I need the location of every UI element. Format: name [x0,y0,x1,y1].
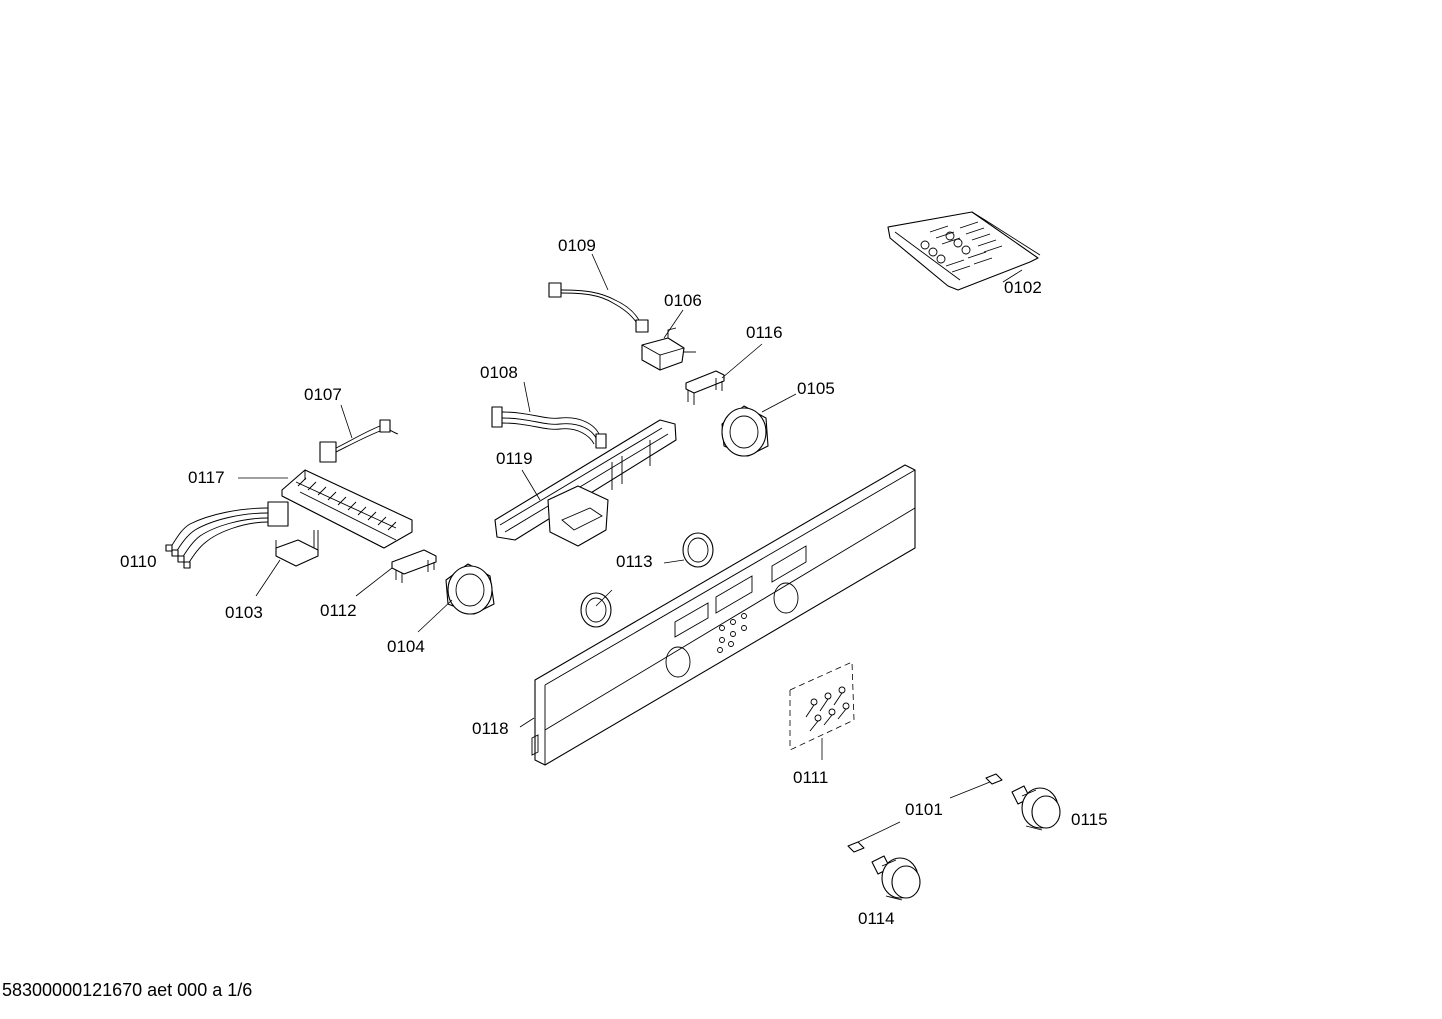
part-0109-wiring [548,282,649,333]
part-0108-wiring [491,406,607,449]
part-0104-knob-housing [445,563,495,615]
label-0108: 0108 [480,363,518,382]
part-0114-knob [871,855,921,901]
part-0107-wiring [319,419,399,463]
label-0116: 0116 [746,323,783,342]
part-0115-knob [1011,785,1061,831]
part-0106-switch [641,327,696,371]
label-0114: 0114 [858,909,895,928]
part-0102-screw-bag [887,211,1041,291]
label-0118: 0118 [472,719,509,738]
label-0113: 0113 [616,552,653,571]
part-0119-frame [494,419,677,547]
label-0119: 0119 [496,449,533,468]
leader-lines [238,253,1023,843]
label-0105: 0105 [797,379,835,398]
label-0109: 0109 [558,236,596,255]
part-0103-bracket [275,530,319,567]
document-id-footer: 58300000121670 aet 000 a 1/6 [2,980,253,1000]
part-labels: 0109 0102 0106 0116 0108 0105 0107 0119 … [120,236,1108,928]
part-0116-bracket [685,370,725,405]
label-0101: 0101 [905,800,943,819]
part-0111-screws [789,661,855,751]
label-0112: 0112 [320,601,357,620]
part-0110-wires [165,501,289,569]
label-0111: 0111 [793,768,828,787]
label-0107: 0107 [304,385,342,404]
label-0117: 0117 [188,468,225,487]
label-0102: 0102 [1004,278,1042,297]
part-0118-control-panel [531,464,916,766]
part-0112-bracket [391,549,437,583]
part-0117-terminal-block [281,469,413,549]
label-0104: 0104 [387,637,425,656]
part-0113-rings [580,532,714,628]
label-0106: 0106 [664,291,702,310]
label-0110: 0110 [120,552,157,571]
part-0105-knob-housing [721,405,769,457]
label-0115: 0115 [1071,810,1108,829]
label-0103: 0103 [225,603,263,622]
